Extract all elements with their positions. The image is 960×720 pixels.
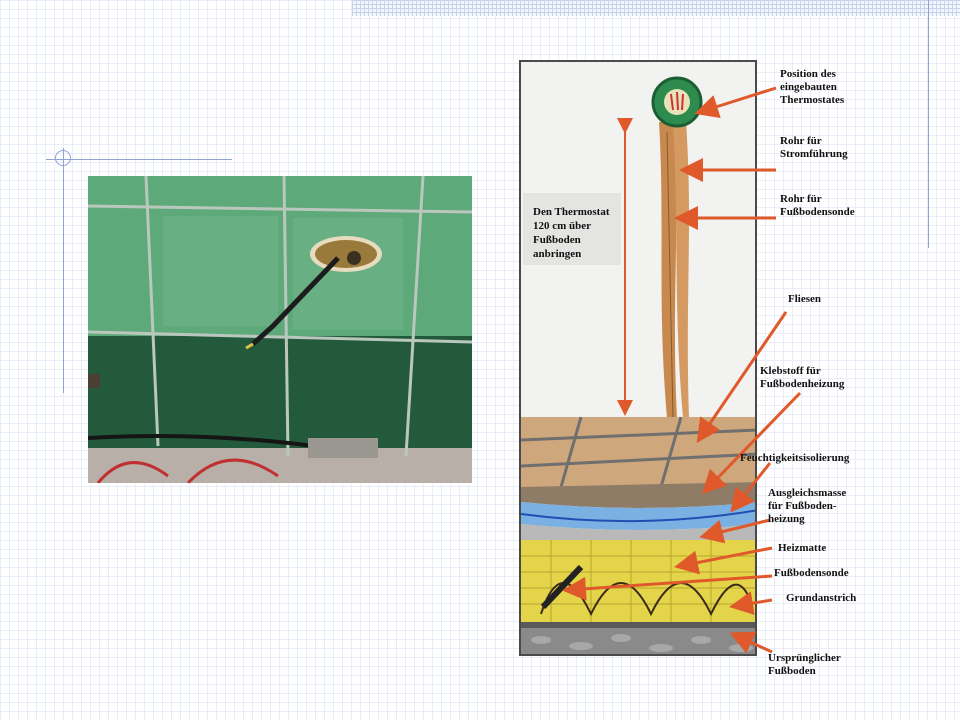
label-adhesive: Klebstoff für Fußbodenheizung xyxy=(760,365,845,390)
installation-photo xyxy=(88,176,472,483)
decorative-ring xyxy=(55,150,71,166)
decorative-line-left-vertical xyxy=(63,148,64,393)
label-tiles: Fliesen xyxy=(788,293,821,305)
floor-heating-cross-section xyxy=(519,60,757,656)
label-power-conduit: Rohr für Stromführung xyxy=(780,135,848,160)
label-heating-mat: Heizmatte xyxy=(778,542,827,554)
height-note: Den Thermostat 120 cm über Fußboden anbr… xyxy=(523,193,621,265)
label-primer: Grundanstrich xyxy=(786,592,857,604)
label-leveling-compound: Ausgleichsmasse für Fußboden- heizung xyxy=(768,487,847,525)
label-original-floor: Ursprünglicher Fußboden xyxy=(768,652,841,677)
label-floor-sensor: Fußbodensonde xyxy=(774,567,849,579)
label-thermostat-position: Position des eingebauten Thermostates xyxy=(780,68,845,106)
label-moisture-insulation: Feuchtigkeitsisolierung xyxy=(740,452,850,464)
decorative-line-right-vertical xyxy=(928,0,929,248)
decorative-line-left-horizontal xyxy=(46,159,232,160)
top-decorative-band xyxy=(352,0,960,16)
label-sensor-conduit: Rohr für Fußbodensonde xyxy=(780,193,855,218)
